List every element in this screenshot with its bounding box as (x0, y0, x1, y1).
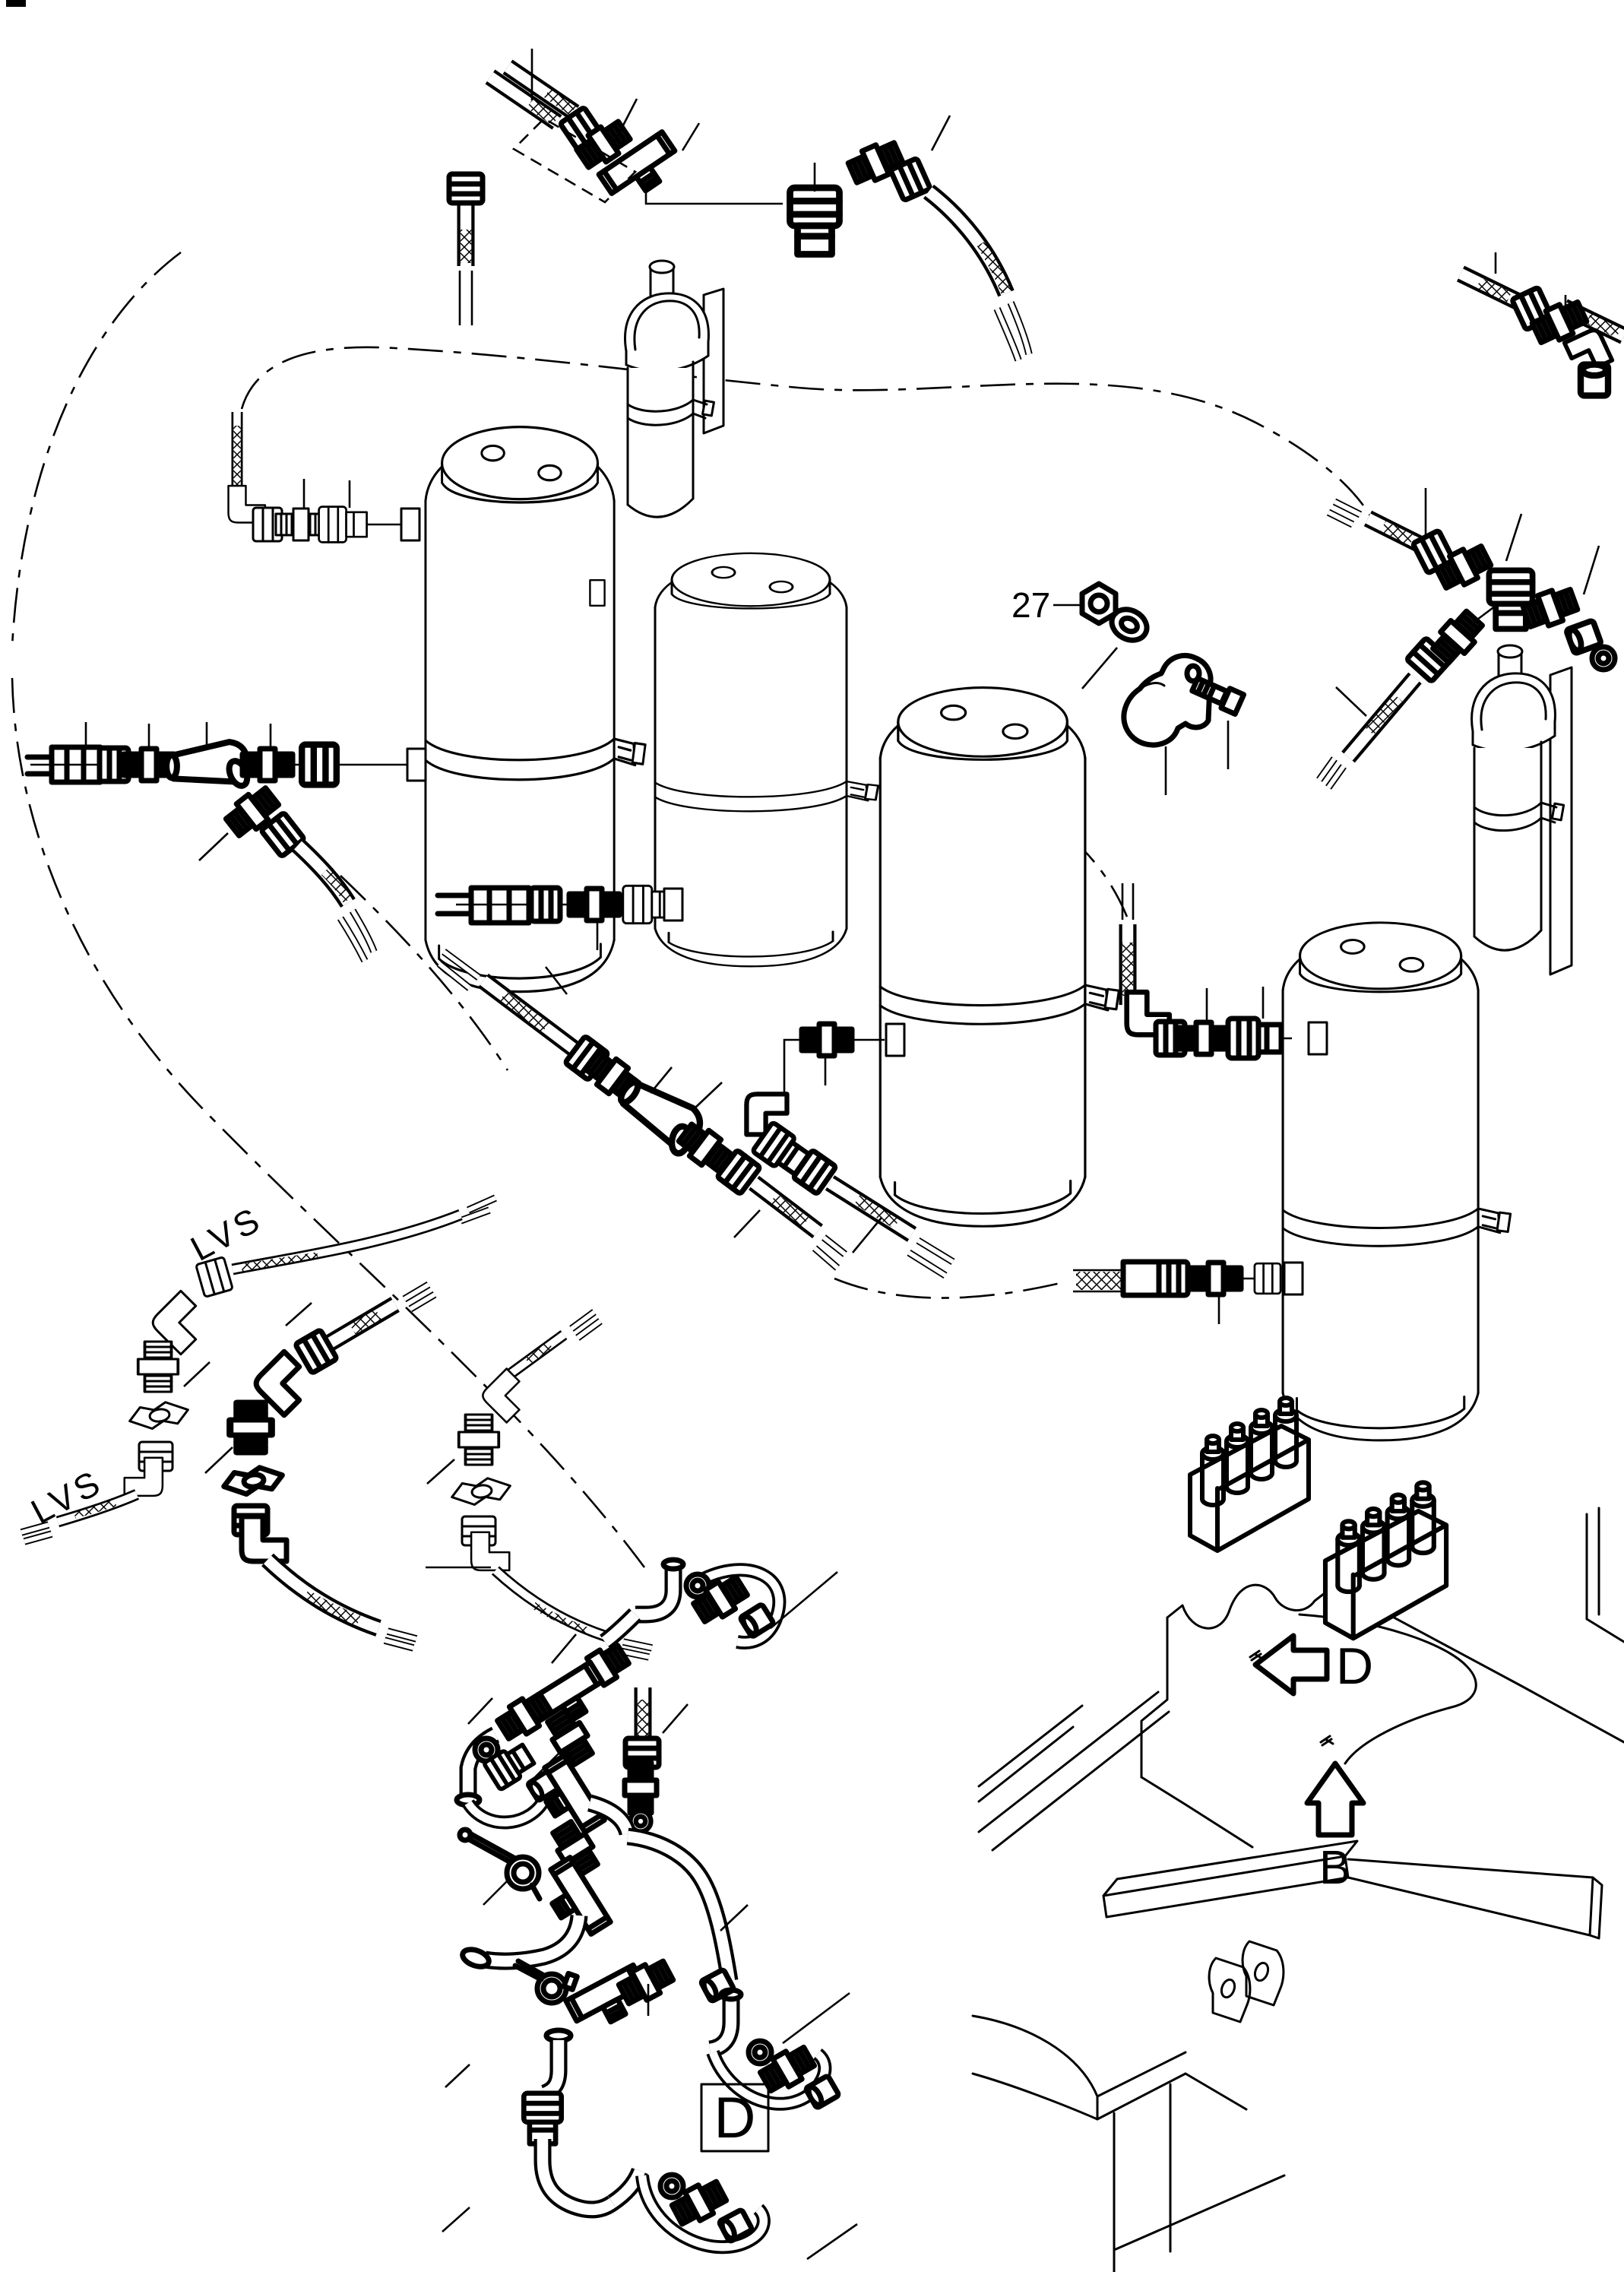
air-tank-3 (878, 686, 1121, 1229)
view-arrow-b (1304, 1760, 1366, 1838)
right-dryer-hose-cluster (1316, 265, 1624, 790)
view-arrow-d (1252, 1633, 1330, 1697)
lvs-label-upper: LVS (184, 1199, 268, 1269)
detail-d-fitting-assembly (454, 1557, 839, 2255)
tank1-tank2-connector-chain (435, 884, 684, 926)
tank4-upper-inlet-chain (1119, 883, 1328, 1058)
tank1-inlet-elbow-assembly (227, 412, 421, 543)
valve-manifold-rack-1 (1190, 1398, 1309, 1552)
lvs-hose-column-3 (448, 1309, 653, 1661)
chassis-frame-view (971, 1507, 1624, 2272)
tank2-shoulder-port (589, 579, 606, 607)
tank2-tank3-connector-chain (746, 1024, 955, 1279)
air-tank-4 (1281, 921, 1512, 1443)
page-corner-mark (6, 0, 26, 7)
detail-d-box-label: D (714, 2086, 756, 2150)
callout-leader-lines (84, 49, 1600, 2261)
left-distribution-chain (24, 742, 427, 963)
callout-27-label: 27 (1011, 585, 1050, 625)
detail-d-box (700, 2083, 770, 2153)
air-tank-2 (654, 552, 880, 969)
top-hose-and-tee-assembly (449, 59, 1033, 362)
valve-manifold-rack-2 (1325, 1482, 1446, 1640)
center-y-branch-hose-chain (437, 949, 847, 1271)
view-d-label: D (1336, 1637, 1373, 1695)
tank4-lower-inlet-chain (1073, 1259, 1304, 1298)
callout-27-clamp-parts (1079, 581, 1247, 748)
lvs-hose-column-2 (222, 1281, 437, 1652)
view-b-label: B (1319, 1842, 1350, 1894)
air-dryer-right (1470, 644, 1573, 976)
lvs-hose-column-1 (20, 1194, 497, 1545)
air-dryer-top (624, 259, 725, 518)
